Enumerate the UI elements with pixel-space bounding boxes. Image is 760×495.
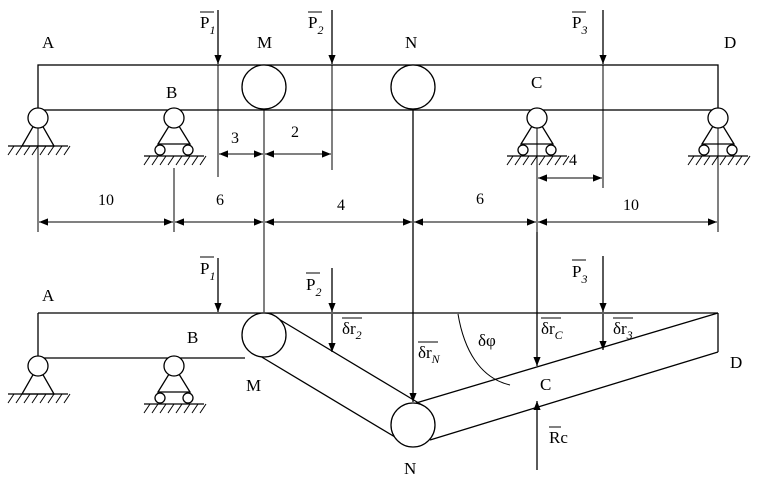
dim-c-p3-value: 4 — [569, 152, 577, 169]
virtual-drn-label: δrN — [418, 343, 441, 366]
angle-label: δφ — [478, 331, 496, 350]
dim-m-p2-value: 2 — [291, 124, 299, 141]
bottom-label-c: C — [540, 375, 551, 394]
bottom-link-bottom — [254, 352, 401, 441]
bottom-lower-beam-slope — [429, 351, 719, 441]
dim-nc-value: 6 — [476, 191, 484, 208]
bottom-label-m: M — [246, 376, 261, 395]
top-support-c — [506, 107, 570, 166]
top-load-p2-label: P2 — [308, 13, 323, 37]
bottom-load-p3-label: P3 — [572, 262, 587, 286]
top-label-n: N — [405, 33, 417, 52]
top-label-c: C — [531, 73, 542, 92]
bottom-label-d: D — [730, 353, 742, 372]
dim-p1-m-value: 3 — [231, 130, 239, 147]
bottom-label-b: B — [187, 328, 198, 347]
dim-ab-value: 10 — [98, 192, 114, 209]
top-label-m: M — [257, 33, 272, 52]
bottom-roller-m — [241, 312, 287, 358]
dim-cd-value: 10 — [623, 197, 639, 214]
top-load-p3-label: P3 — [572, 13, 587, 37]
top-support-d — [687, 107, 751, 166]
top-upper-beam — [37, 64, 719, 111]
bottom-link-top — [271, 314, 423, 406]
top-support-a — [7, 107, 71, 156]
reaction-rc-label: Rc — [549, 428, 568, 447]
bottom-label-a: A — [42, 286, 55, 305]
top-label-d: D — [724, 33, 736, 52]
dim-mn-value: 4 — [337, 197, 345, 214]
top-label-b: B — [166, 83, 177, 102]
top-load-p1-label: P1 — [200, 13, 215, 37]
top-system: P1 P2 P3 A B M N C D 3 2 4 10 6 4 6 10 — [7, 10, 751, 312]
dim-bm-value: 6 — [216, 192, 224, 209]
bottom-roller-n — [390, 402, 436, 448]
top-label-a: A — [42, 33, 55, 52]
virtual-dr3-label: δr3 — [613, 319, 633, 342]
top-roller-m — [241, 64, 287, 110]
bottom-upper-beam-slope — [415, 312, 719, 404]
top-roller-n — [390, 64, 436, 110]
virtual-drc-label: δrC — [541, 319, 564, 342]
bottom-load-p2-label: P2 — [306, 275, 321, 299]
bottom-load-p1-label: P1 — [200, 259, 215, 283]
bottom-system: P1 P2 P3 δr2 δrN δrC δr3 δφ Rc A B M N C… — [7, 109, 742, 478]
angle-arc — [457, 313, 511, 386]
virtual-dr2-label: δr2 — [342, 319, 362, 342]
bottom-support-a — [7, 355, 71, 404]
top-support-b — [143, 107, 207, 166]
bottom-label-n: N — [404, 459, 416, 478]
bottom-support-b — [143, 355, 207, 414]
